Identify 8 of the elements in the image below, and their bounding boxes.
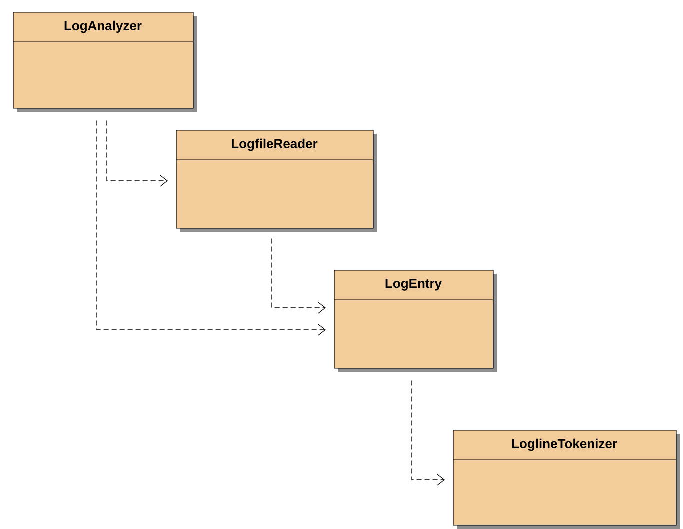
class-box: LogEntry	[334, 270, 497, 372]
class-box: LogAnalyzer	[12, 12, 197, 112]
dependency-arrow	[412, 380, 445, 486]
dependency-arrow	[96, 120, 326, 336]
class-box: LoglineTokenizer	[452, 430, 680, 529]
dependency-arrow	[272, 238, 326, 314]
class-box: LogfileReader	[176, 130, 377, 232]
dependency-arrow	[106, 120, 168, 187]
